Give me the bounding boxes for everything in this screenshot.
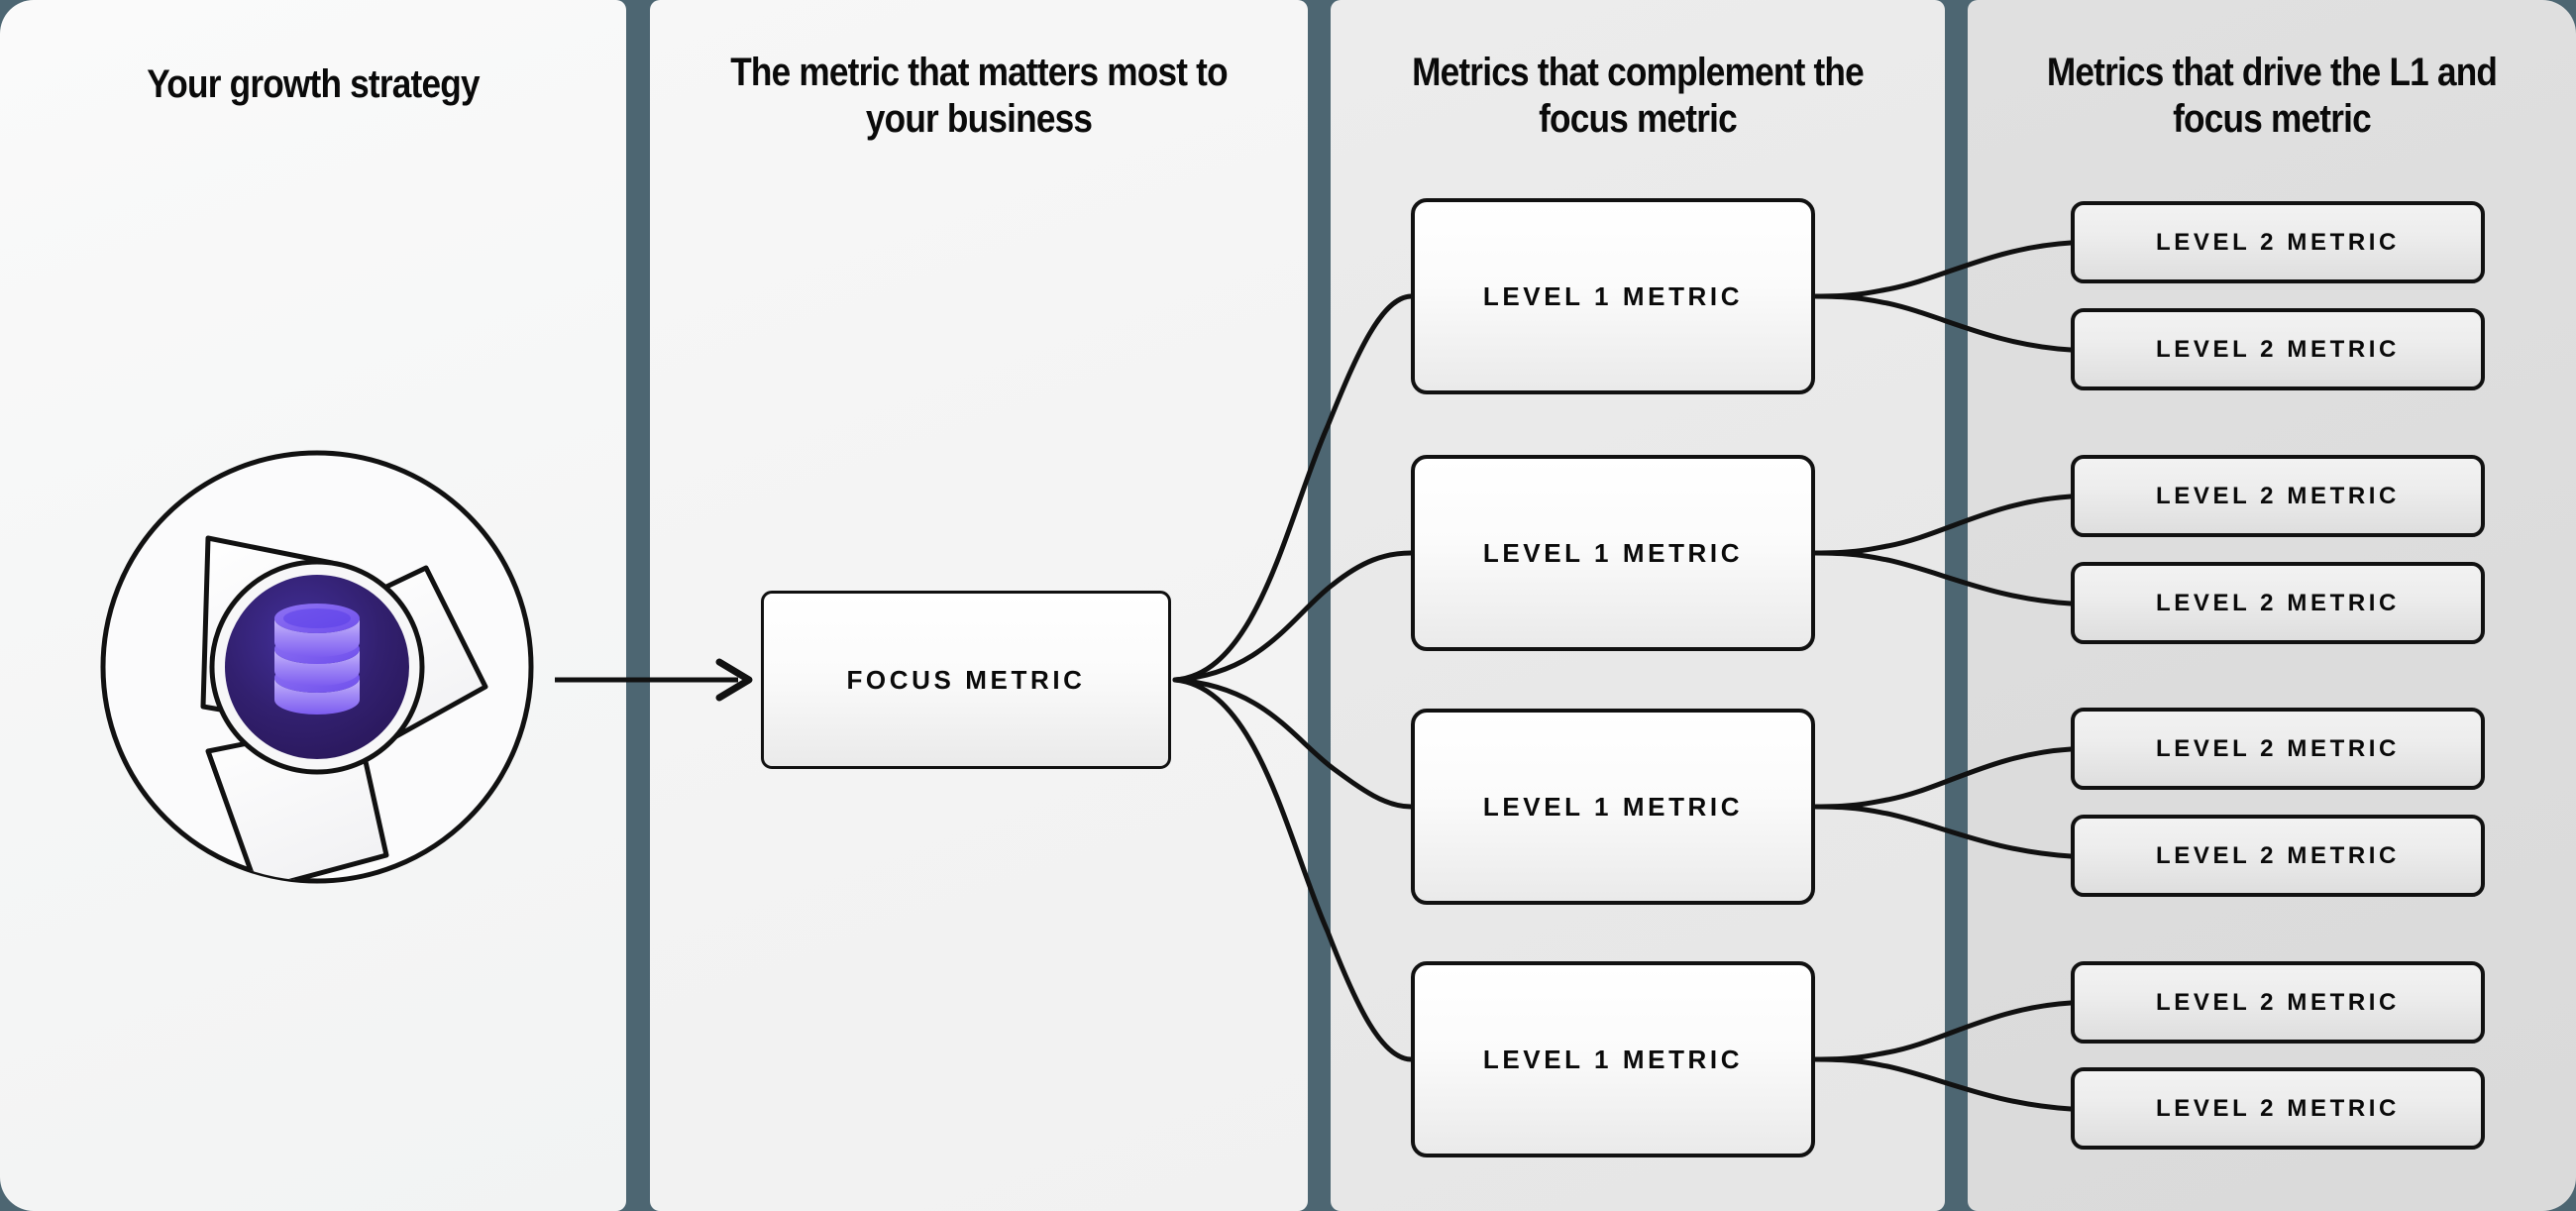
level1-metric-label: LEVEL 1 METRIC: [1482, 280, 1744, 311]
level2-metric-box[interactable]: LEVEL 2 METRIC: [2071, 708, 2485, 790]
level2-metric-label: LEVEL 2 METRIC: [2156, 988, 2400, 1016]
level1-metric-box[interactable]: LEVEL 1 METRIC: [1411, 198, 1815, 394]
level2-metric-box[interactable]: LEVEL 2 METRIC: [2071, 1067, 2485, 1150]
aperture-database-logo: [84, 434, 550, 900]
level2-metric-label: LEVEL 2 METRIC: [2156, 734, 2400, 762]
column-title-focus: The metric that matters most to your bus…: [730, 51, 1228, 141]
column-title-level2: Metrics that drive the L1 and focus metr…: [2046, 51, 2498, 141]
level2-metric-box[interactable]: LEVEL 2 METRIC: [2071, 455, 2485, 537]
level1-metric-box[interactable]: LEVEL 1 METRIC: [1411, 455, 1815, 651]
level2-metric-label: LEVEL 2 METRIC: [2156, 841, 2400, 869]
level1-metric-label: LEVEL 1 METRIC: [1482, 1044, 1744, 1074]
focus-metric-box[interactable]: FOCUS METRIC: [761, 591, 1171, 769]
level2-metric-label: LEVEL 2 METRIC: [2156, 228, 2400, 256]
column-title-level1: Metrics that complement the focus metric: [1412, 51, 1865, 141]
level1-metric-label: LEVEL 1 METRIC: [1482, 537, 1744, 568]
level2-metric-box[interactable]: LEVEL 2 METRIC: [2071, 201, 2485, 283]
level2-metric-label: LEVEL 2 METRIC: [2156, 335, 2400, 363]
level2-metric-box[interactable]: LEVEL 2 METRIC: [2071, 308, 2485, 390]
level1-metric-box[interactable]: LEVEL 1 METRIC: [1411, 961, 1815, 1157]
level1-metric-box[interactable]: LEVEL 1 METRIC: [1411, 709, 1815, 905]
level1-metric-label: LEVEL 1 METRIC: [1482, 791, 1744, 822]
level2-metric-box[interactable]: LEVEL 2 METRIC: [2071, 815, 2485, 897]
level2-metric-label: LEVEL 2 METRIC: [2156, 482, 2400, 509]
column-title-strategy: Your growth strategy: [147, 62, 480, 106]
level2-metric-label: LEVEL 2 METRIC: [2156, 589, 2400, 616]
database-icon: [274, 604, 360, 715]
level2-metric-box[interactable]: LEVEL 2 METRIC: [2071, 562, 2485, 644]
level2-metric-label: LEVEL 2 METRIC: [2156, 1094, 2400, 1122]
focus-metric-label: FOCUS METRIC: [846, 664, 1086, 695]
level2-metric-box[interactable]: LEVEL 2 METRIC: [2071, 961, 2485, 1044]
